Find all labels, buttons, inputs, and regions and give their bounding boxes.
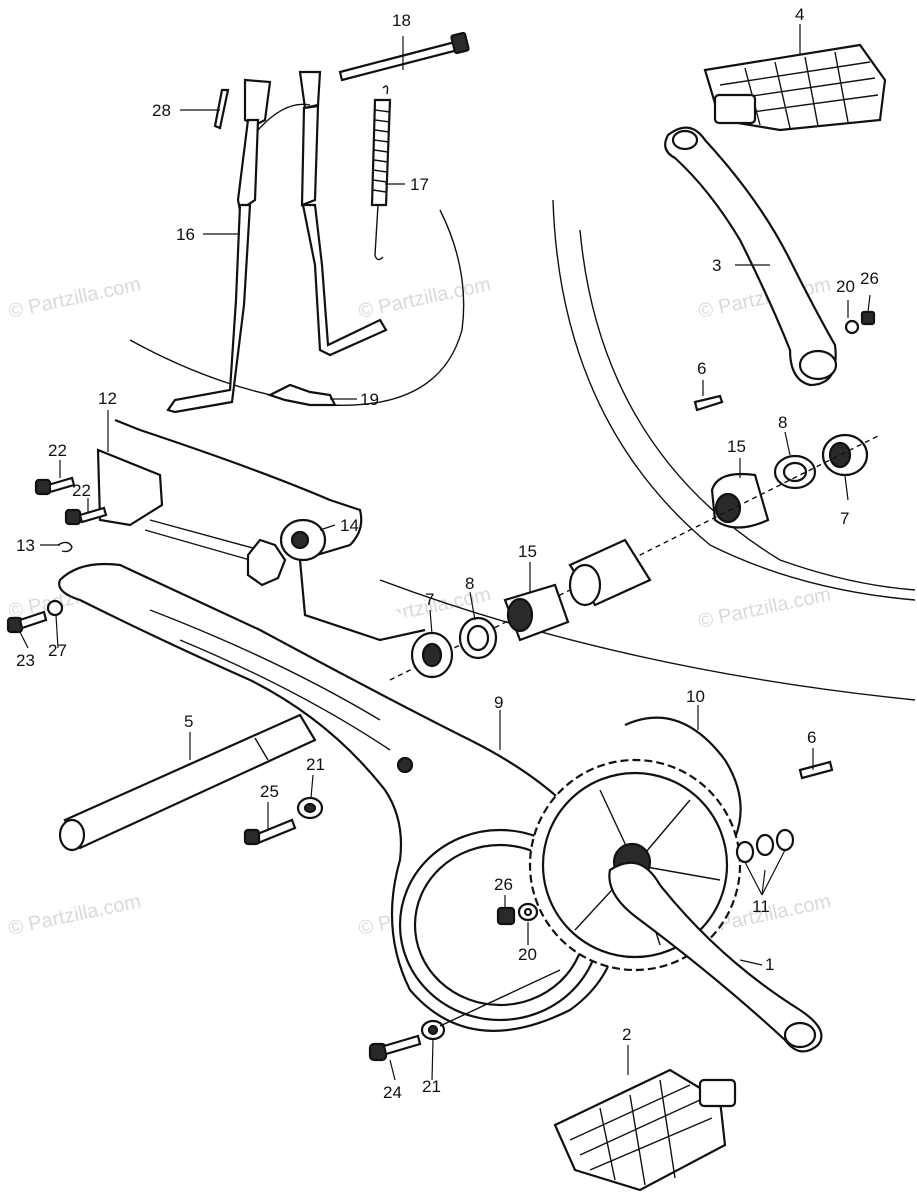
callout-19: 19	[360, 390, 379, 409]
crank-axle	[58, 713, 317, 852]
adjuster-knob	[246, 538, 287, 587]
bushing-set-upper	[710, 433, 869, 529]
washer-27	[46, 599, 64, 617]
callout-4: 4	[795, 5, 804, 24]
callout-24: 24	[383, 1083, 402, 1102]
callout-14: 14	[340, 516, 359, 535]
nut-26-lower	[496, 906, 516, 926]
callout-21a: 21	[306, 755, 325, 774]
nut-21-upper	[296, 796, 324, 820]
callout-8a: 8	[778, 413, 787, 432]
callout-25: 25	[260, 782, 279, 801]
main-stand	[166, 70, 388, 414]
pedal-right	[553, 1068, 737, 1192]
callout-1: 1	[765, 955, 774, 974]
callout-12: 12	[98, 389, 117, 408]
callout-15a: 15	[727, 437, 746, 456]
callout-5: 5	[184, 712, 193, 731]
stand-bracket	[267, 383, 337, 407]
callout-26b: 26	[494, 875, 513, 894]
bolt-22-upper	[34, 476, 76, 496]
nut-21-lower	[420, 1019, 446, 1041]
callout-20a: 20	[836, 277, 855, 296]
callout-20b: 20	[518, 945, 537, 964]
callout-18: 18	[392, 11, 411, 30]
callout-8b: 8	[465, 574, 474, 593]
bushing-set-lower	[410, 538, 652, 679]
callout-11: 11	[752, 897, 770, 916]
washer-upper	[844, 319, 860, 335]
callout-13: 13	[16, 536, 35, 555]
callout-2: 2	[622, 1025, 631, 1044]
crank-arm-left	[664, 126, 838, 387]
chain-joint	[735, 828, 795, 864]
chain-case-plate	[96, 418, 426, 642]
callout-3: 3	[712, 256, 721, 275]
callout-17: 17	[410, 175, 429, 194]
callout-15b: 15	[518, 542, 537, 561]
callout-6a: 6	[697, 359, 706, 378]
callout-22b: 22	[72, 481, 91, 500]
bolt-23	[6, 610, 48, 634]
callout-10: 10	[686, 687, 705, 706]
callout-7a: 7	[840, 509, 849, 528]
callout-21b: 21	[422, 1077, 441, 1096]
pedal-left	[703, 43, 887, 132]
bolt-24	[368, 1034, 422, 1062]
bolt-axis	[439, 969, 561, 1027]
callout-16: 16	[176, 225, 195, 244]
leader-lines	[19, 24, 871, 1081]
crank-arm-right	[608, 861, 823, 1053]
callout-6b: 6	[807, 728, 816, 747]
callout-22a: 22	[48, 441, 67, 460]
callout-7b: 7	[425, 590, 434, 609]
watermark: © Partzilla.com	[356, 273, 492, 323]
washer-20-lower	[517, 902, 539, 922]
bolt-22-lower	[64, 506, 108, 526]
callout-9: 9	[494, 693, 503, 712]
callout-23: 23	[16, 651, 35, 670]
stand-spring	[370, 85, 392, 261]
callout-26a: 26	[860, 269, 879, 288]
bolt-25	[243, 818, 297, 846]
clip	[57, 541, 73, 553]
callout-27: 27	[48, 641, 67, 660]
cotter-pin-lower	[798, 760, 834, 780]
nut-upper	[860, 310, 876, 326]
callout-28: 28	[152, 101, 171, 120]
watermark: © Partzilla.com	[6, 890, 142, 940]
stand-bolt	[338, 31, 470, 82]
watermark: © Partzilla.com	[696, 583, 832, 633]
cotter-pin-upper	[693, 394, 724, 412]
watermark: © Partzilla.com	[6, 273, 142, 323]
cotter-pin	[213, 88, 230, 130]
chain-roller	[279, 518, 327, 562]
callout-labels: 18 28 17 16 19 4 3 20 26 6 15 8 7 12 14 …	[16, 5, 879, 1102]
